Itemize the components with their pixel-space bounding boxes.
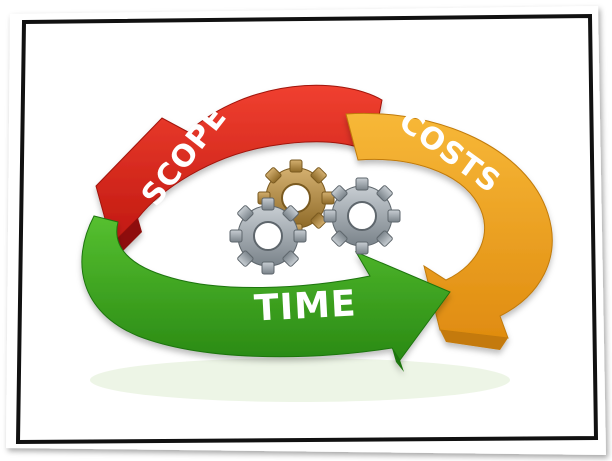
gear-icon (229, 197, 307, 275)
costs-arrow (345, 112, 553, 350)
frame-border (15, 13, 599, 445)
gear-icon (323, 177, 401, 255)
time-label: TIME (253, 283, 357, 329)
reflection (90, 358, 510, 402)
time-arrow (81, 215, 451, 372)
